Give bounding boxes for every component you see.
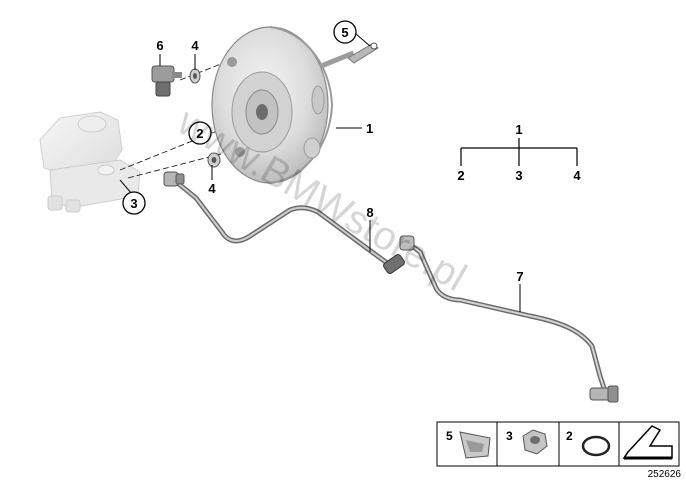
svg-text:7: 7 (516, 269, 523, 284)
tree-child: 3 (515, 168, 522, 183)
callout-seal-ring: 2 (188, 121, 212, 145)
vacuum-sensor (151, 65, 182, 97)
callout-vacuum-sensor: 6 (156, 38, 163, 53)
tube-fittings (163, 171, 619, 403)
master-cylinder (39, 111, 141, 213)
svg-text:3: 3 (130, 196, 137, 211)
callout-booster: 1 (366, 121, 373, 136)
tree-root: 1 (515, 122, 522, 137)
svg-text:8: 8 (366, 205, 373, 220)
legend-nut: 3 (506, 429, 548, 455)
callout-nut-master: 3 (122, 191, 146, 215)
legend-direction-arrow-icon (622, 425, 673, 460)
small-parts-legend: 5 3 2 (436, 421, 680, 467)
tree-child: 2 (457, 168, 464, 183)
assembly-tree: 1 2 3 4 (457, 122, 581, 183)
svg-text:6: 6 (156, 38, 163, 53)
diagram-number: 252626 (648, 469, 682, 480)
svg-text:2: 2 (566, 429, 573, 443)
svg-text:3: 3 (506, 429, 513, 443)
callout-hose: 8 (366, 205, 373, 220)
leader-lines (119, 33, 521, 312)
svg-text:4: 4 (191, 38, 199, 53)
callout-vacuum-line: 7 (516, 269, 523, 284)
callout-nut-lower: 4 (208, 181, 216, 196)
tree-child: 4 (573, 168, 581, 183)
legend-clip: 5 (446, 429, 491, 459)
svg-text:5: 5 (341, 25, 348, 40)
svg-text:4: 4 (208, 181, 216, 196)
svg-text:2: 2 (196, 126, 203, 141)
callout-nut-upper: 4 (191, 38, 199, 53)
vacuum-line (171, 177, 609, 397)
svg-text:1: 1 (366, 121, 373, 136)
legend-seal-ring: 2 (566, 429, 611, 457)
callout-clip-rod: 5 (333, 20, 357, 44)
brake-booster (211, 26, 379, 184)
nut-upper-part (189, 68, 201, 84)
nut-lower-part (207, 152, 221, 168)
svg-text:5: 5 (446, 429, 453, 443)
